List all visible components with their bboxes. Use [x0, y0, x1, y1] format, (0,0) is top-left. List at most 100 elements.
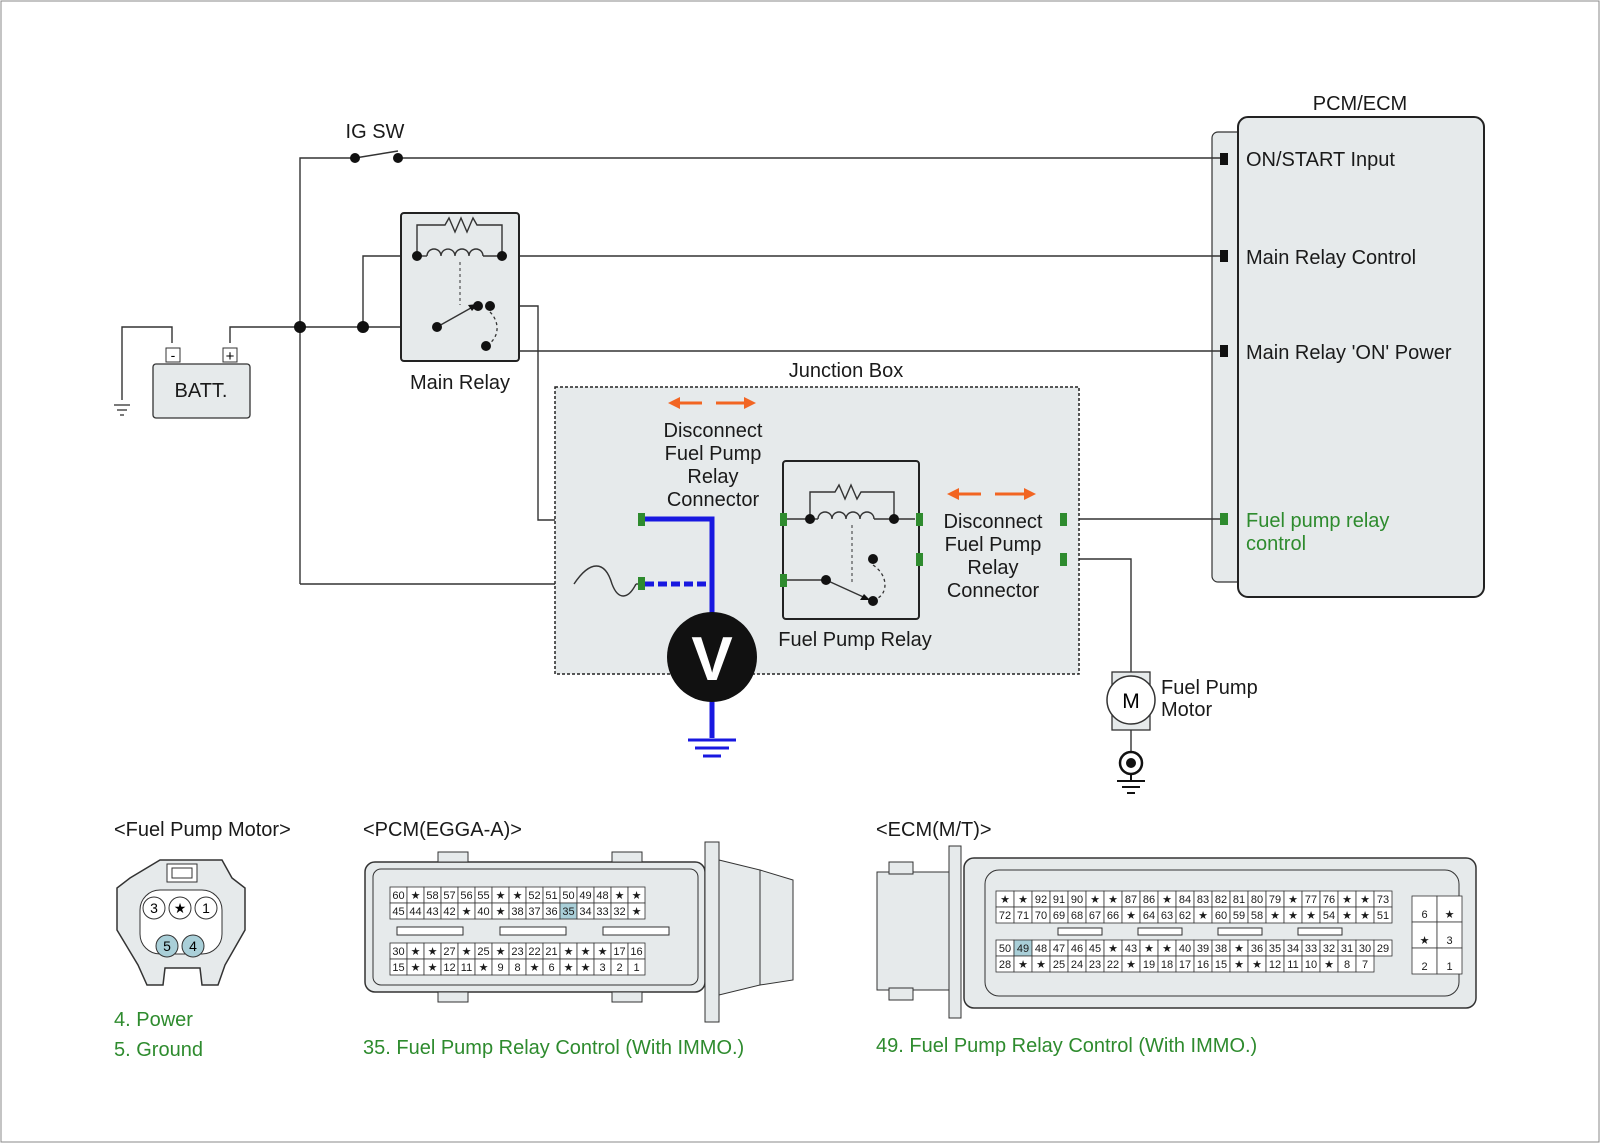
battery-label: BATT. — [175, 380, 228, 402]
ecm-pin-label: 86 — [1143, 894, 1155, 906]
ecm-pin-label: 72 — [999, 910, 1011, 922]
ecm-pin-label: 31 — [1341, 943, 1353, 955]
disconnect-right-line2: Fuel Pump — [945, 534, 1042, 556]
fpm-pin-1: 1 — [202, 900, 210, 916]
pcm-pin-label: 56 — [460, 890, 472, 902]
fuel-pump-motor-connector: <Fuel Pump Motor> 3 ★ 1 5 4 4. Power 5. … — [114, 819, 291, 1061]
pcm-pin-label: 36 — [545, 906, 557, 918]
ecm-pin-label: 36 — [1251, 943, 1263, 955]
ecm-pin-label: ★ — [1162, 894, 1172, 906]
ecm-pin-label: 47 — [1053, 943, 1065, 955]
pcm-pin-label: ★ — [462, 946, 472, 958]
pcm-pin-label: ★ — [581, 946, 591, 958]
ecm-pin-label: 82 — [1215, 894, 1227, 906]
ecm-pin-label: ★ — [1144, 943, 1154, 955]
ecm-pin-label: 7 — [1362, 959, 1368, 971]
ig-sw-label: IG SW — [346, 121, 405, 143]
battery-minus: - — [171, 347, 176, 363]
pcm-pin-label: 25 — [477, 946, 489, 958]
ecm-pin-label: ★ — [1162, 943, 1172, 955]
ecm-pin-label: 69 — [1053, 910, 1065, 922]
pcm-ecm-title: PCM/ECM — [1313, 93, 1407, 115]
ecm-pin-label: 87 — [1125, 894, 1137, 906]
disconnect-right-line3: Relay — [967, 557, 1018, 579]
pcm-pin-label: 2 — [616, 962, 622, 974]
ecm-pin-label: 16 — [1197, 959, 1209, 971]
pcm-pin-label: 27 — [443, 946, 455, 958]
pcm-pin-label: 60 — [392, 890, 404, 902]
voltmeter-symbol: V — [691, 625, 732, 694]
battery: - + BATT. — [114, 347, 251, 419]
ecm-pin-cell — [1373, 939, 1393, 957]
junction-box-label: Junction Box — [789, 360, 904, 382]
ecm-pin-label: ★ — [1018, 894, 1028, 906]
fuel-pump-relay — [782, 460, 920, 620]
fpm-pin-3: 3 — [150, 900, 158, 916]
pcm-pin-cell — [627, 902, 646, 920]
ecm-side-pin-label: 1 — [1446, 961, 1452, 973]
ecm-pin-label: 80 — [1251, 894, 1263, 906]
ecm-pin-label: 15 — [1215, 959, 1227, 971]
pcm-pin-label: ★ — [428, 962, 438, 974]
fuel-pump-motor-label-line2: Motor — [1161, 699, 1212, 721]
ecm-pin-label: 24 — [1071, 959, 1083, 971]
battery-plus: + — [226, 348, 235, 365]
pcm-pin-label: ★ — [462, 906, 472, 918]
pcm-pin-label: 21 — [545, 946, 557, 958]
ecm-pin-label: 17 — [1179, 959, 1191, 971]
ecm-pin-label: 43 — [1125, 943, 1137, 955]
ecm-pin-label: 12 — [1269, 959, 1281, 971]
ecm-pin-label: 58 — [1251, 910, 1263, 922]
pcm-pin-label: ★ — [496, 890, 506, 902]
voltmeter-icon — [667, 612, 757, 702]
ecm-pin-label: 73 — [1377, 894, 1389, 906]
pcm-pin-label: ★ — [530, 962, 540, 974]
ecm-pin-label: ★ — [1288, 910, 1298, 922]
fpm-pin-4: 4 — [189, 938, 197, 954]
pcm-pin-label: 23 — [511, 946, 523, 958]
pcm-pin-label: 57 — [443, 890, 455, 902]
ecm-side-pin-cell — [1436, 947, 1463, 975]
ecm-pin-label: 60 — [1215, 910, 1227, 922]
pin-fuel-pump-relay-control — [1220, 513, 1228, 525]
ecm-pin-label: 19 — [1143, 959, 1155, 971]
ecm-pin-label: 45 — [1089, 943, 1101, 955]
pcm-pin-label: 49 — [579, 890, 591, 902]
ecm-pin-label: ★ — [1306, 910, 1316, 922]
ecm-pin-label: ★ — [1360, 910, 1370, 922]
main-relay: Main Relay — [400, 212, 520, 394]
pcm-pin-label: 51 — [545, 890, 557, 902]
pcm-pin-label: 58 — [426, 890, 438, 902]
pcm-pin-label: ★ — [496, 906, 506, 918]
pcm-pin-label: 34 — [579, 906, 591, 918]
ecm-pin-label: ★ — [1018, 959, 1028, 971]
disconnect-left-line4: Connector — [667, 489, 760, 511]
ecm-pin-label: 25 — [1053, 959, 1065, 971]
ecm-pin-label: 8 — [1344, 959, 1350, 971]
pcm-pin-label: ★ — [564, 946, 574, 958]
ecm-pin-label: ★ — [1234, 959, 1244, 971]
ecm-pin-label: 35 — [1269, 943, 1281, 955]
pcm-pin-label: 17 — [613, 946, 625, 958]
ecm-pin-label: ★ — [1198, 910, 1208, 922]
ecm-pin-label: ★ — [1090, 894, 1100, 906]
pcm-pin-label: 3 — [599, 962, 605, 974]
pcm-pin-label: 22 — [528, 946, 540, 958]
pcm-pin-label: 44 — [409, 906, 421, 918]
main-relay-label: Main Relay — [410, 372, 510, 394]
ecm-pin-label: 40 — [1179, 943, 1191, 955]
ecm-pin-label: 10 — [1305, 959, 1317, 971]
ecm-pin-label: ★ — [1108, 894, 1118, 906]
pcm-pin-label: ★ — [564, 962, 574, 974]
ecm-pin-label: 90 — [1071, 894, 1083, 906]
pcm-pin-label: ★ — [411, 962, 421, 974]
disconnect-right-line1: Disconnect — [944, 511, 1043, 533]
pcm-pin-label: 38 — [511, 906, 523, 918]
pcm-pin-cell — [627, 958, 646, 976]
motor-icon — [1106, 675, 1156, 725]
ecm-pin-label: ★ — [1270, 910, 1280, 922]
ecm-pin-label: ★ — [1342, 910, 1352, 922]
pcm-pin-label: ★ — [496, 946, 506, 958]
